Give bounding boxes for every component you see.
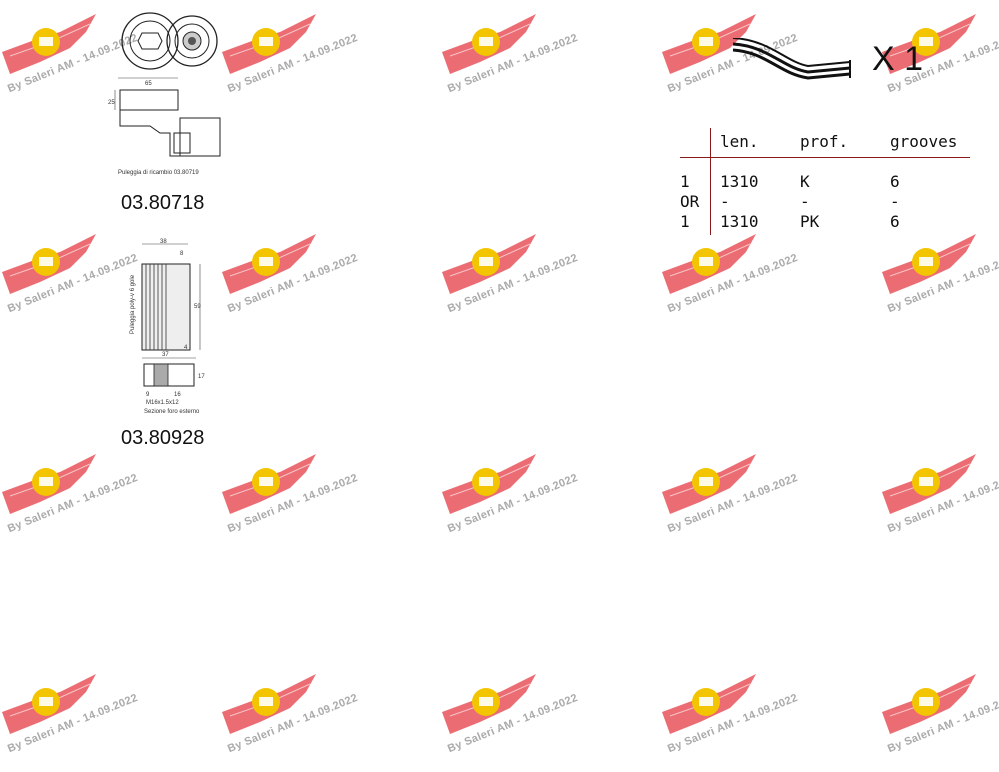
watermark: By Saleri AM - 14.09.2022 [440,452,580,552]
table-cell: PK [800,212,820,231]
table-cell: OR [680,192,700,211]
watermark: By Saleri AM - 14.09.2022 [440,672,580,772]
table-cell: 1310 [720,172,759,191]
watermark: By Saleri AM - 14.09.2022 [880,672,999,772]
watermark-logo-icon [222,454,316,514]
pulley-side-caption: Puleggia poly-v 6 gole [130,274,136,334]
tensioner-caption: Puleggia di ricambio 03.80719 [118,170,199,176]
belt-icon [732,38,851,80]
pulley-drawing: 38 8 59 4 Puleggia poly-v 6 gole 37 17 9… [130,239,205,415]
watermark-logo-icon [442,14,536,74]
dim-label: 4 [184,345,188,351]
watermark: By Saleri AM - 14.09.2022 [880,12,999,112]
table-cell: 6 [890,172,900,191]
table-cell: 1 [680,172,690,191]
part-number-tensioner: 03.80718 [121,192,205,214]
table-header: len. [720,132,759,151]
watermark: By Saleri AM - 14.09.2022 [0,452,140,552]
watermark-logo-icon [662,234,756,294]
dim-label: 8 [180,251,184,257]
watermark: By Saleri AM - 14.09.2022 [0,232,140,332]
dim-label: 9 [146,392,150,398]
watermark: By Saleri AM - 14.09.2022 [0,12,140,112]
watermark-logo-icon [662,454,756,514]
watermark: By Saleri AM - 14.09.2022 [440,232,580,332]
table-header: prof. [800,132,849,151]
watermark-logo-icon [2,234,96,294]
table-cell: K [800,172,810,191]
watermark-logo-icon [2,454,96,514]
table-header: grooves [890,132,958,151]
watermark-logo-icon [882,14,976,74]
watermark: By Saleri AM - 14.09.2022 [220,12,360,112]
dim-label: 25 [108,100,115,106]
watermark-logo-icon [222,234,316,294]
watermark: By Saleri AM - 14.09.2022 [880,452,999,552]
watermark-logo-icon [662,14,756,74]
pulley-bottom-caption: Sezione foro esterno [144,409,200,415]
table-cell: 6 [890,212,900,231]
table-cell: - [890,192,900,211]
table-horizontal-rule [680,157,970,158]
thread-label: M16x1.5x12 [146,400,179,406]
dim-label: 59 [194,304,201,310]
table-cell: - [720,192,730,211]
watermark: By Saleri AM - 14.09.2022 [660,232,800,332]
watermark-logo-icon [222,14,316,74]
table-cell: 1310 [720,212,759,231]
dim-label: 38 [160,239,167,245]
watermark-logo-icon [442,454,536,514]
watermark: By Saleri AM - 14.09.2022 [660,452,800,552]
watermark: By Saleri AM - 14.09.2022 [220,672,360,772]
watermark: By Saleri AM - 14.09.2022 [660,12,800,112]
table-vertical-rule [710,128,711,235]
table-cell: - [800,192,810,211]
watermark: By Saleri AM - 14.09.2022 [440,12,580,112]
watermark: By Saleri AM - 14.09.2022 [220,452,360,552]
belt-quantity-label: X 1 [872,40,924,78]
watermark: By Saleri AM - 14.09.2022 [0,672,140,772]
watermark: By Saleri AM - 14.09.2022 [220,232,360,332]
tensioner-drawing: 65 25 Puleggia di ricambio 03.80719 [108,12,221,176]
dim-label: 65 [145,81,152,87]
dim-label: 17 [198,374,205,380]
table-cell: 1 [680,212,690,231]
watermark-logo-icon [882,234,976,294]
watermark-logo-icon [2,14,96,74]
watermark-logo-icon [882,454,976,514]
watermark: By Saleri AM - 14.09.2022 [660,672,800,772]
dim-label: 16 [174,392,181,398]
part-number-pulley: 03.80928 [121,427,205,449]
watermark: By Saleri AM - 14.09.2022 [880,232,999,332]
watermark-logo-icon [442,234,536,294]
dim-label: 37 [162,352,169,358]
